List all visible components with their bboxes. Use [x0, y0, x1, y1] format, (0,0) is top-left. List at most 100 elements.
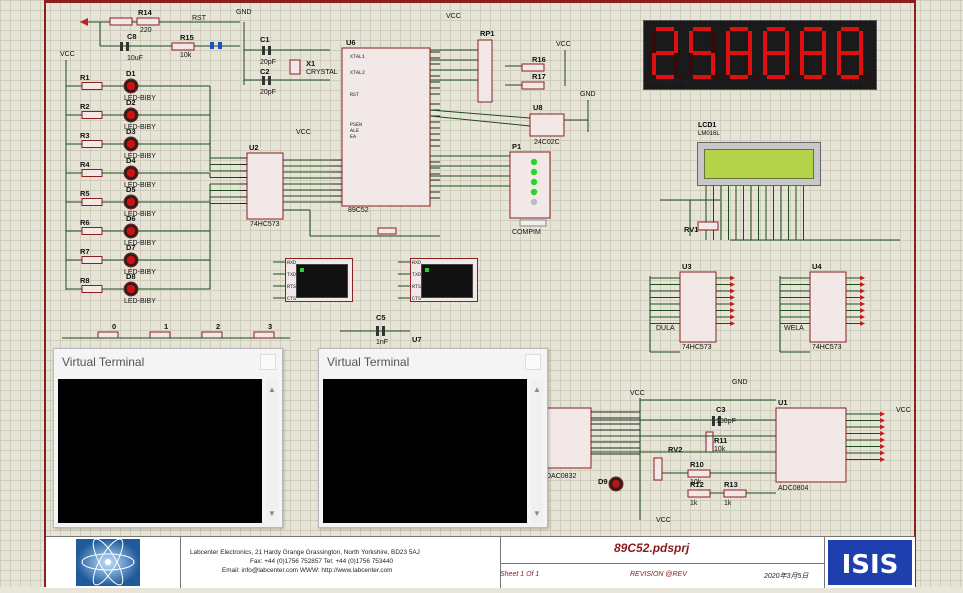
led-type: LED-BIBY	[124, 95, 156, 102]
svg-text:XTAL2: XTAL2	[350, 70, 365, 76]
scroll-down-icon[interactable]: ▼	[268, 509, 276, 518]
c8-label: C8	[127, 32, 137, 41]
scroll-down-icon[interactable]: ▼	[533, 509, 541, 518]
u8-ref: U8	[533, 103, 543, 112]
segment-e	[763, 53, 767, 75]
address-line-3: Email: info@labcenter.com WWW: http://ww…	[222, 567, 393, 574]
segment-e	[800, 53, 804, 75]
c1-value: 20pF	[260, 59, 276, 66]
r14-label: R14	[138, 8, 153, 17]
c5-u7[interactable]: C5 1nF U7	[340, 313, 422, 346]
segment-c	[785, 53, 789, 75]
scroll-up-icon[interactable]: ▲	[533, 385, 541, 394]
revision-info: REVISION @REV	[630, 571, 687, 578]
lcd-module[interactable]	[697, 142, 821, 186]
resistor-r7	[81, 256, 103, 264]
svg-text:ISIS: ISIS	[842, 550, 899, 580]
virtual-terminal-title-1[interactable]: Virtual Terminal	[62, 355, 145, 369]
segment-b	[711, 31, 715, 53]
c3-value: 150pF	[716, 418, 736, 425]
segment-c	[748, 53, 752, 75]
u3-latch[interactable]: U3 74HC573 DULA	[649, 262, 735, 353]
u5-type: DAC0832	[546, 473, 576, 480]
lcd-wiring[interactable]: RV1	[660, 184, 900, 241]
x1-label: X1	[306, 59, 315, 68]
resistor-label: R7	[80, 247, 90, 256]
segment-d	[730, 75, 748, 79]
virtual-terminal-window-1[interactable]: Virtual Terminal ▲ ▼	[53, 348, 283, 528]
r10-value: 10k	[690, 479, 702, 486]
u7-label: U7	[412, 335, 422, 344]
segment-d	[693, 75, 711, 79]
u1-adc[interactable]: U1 ADC0804 VCC	[775, 398, 911, 492]
labcenter-logo	[46, 537, 181, 588]
virtual-terminal-title-2[interactable]: Virtual Terminal	[327, 355, 410, 369]
p1-type: COMPIM	[512, 229, 541, 236]
segment-d	[804, 75, 822, 79]
r13-label: R13	[724, 480, 738, 489]
gnd-label-u8: GND	[580, 91, 596, 98]
u2-ref: U2	[249, 143, 259, 152]
r13-value: 1k	[724, 500, 732, 507]
rp1-resistor-pack[interactable]: RP1	[430, 29, 495, 103]
u3-dula: DULA	[656, 325, 675, 332]
reset-circuit[interactable]: R14 220 RST C8 10uF R15 10k GND	[80, 8, 252, 62]
virtual-terminal-screen-1[interactable]	[58, 379, 262, 523]
c2-label: C2	[260, 67, 270, 76]
u5-dac[interactable]: DAC0832 D9	[544, 407, 640, 492]
u2-latch[interactable]: U2 74HC573	[239, 143, 284, 228]
r16-label: R16	[532, 55, 546, 64]
virtual-terminal-screen-2[interactable]	[323, 379, 527, 523]
segment-e	[689, 53, 693, 75]
close-icon[interactable]	[260, 354, 276, 370]
segment-c	[859, 53, 863, 75]
address-line-2: Fax: +44 (0)1756 752857 Tel: +44 (0)1756…	[250, 558, 394, 565]
rp1-label: RP1	[480, 29, 495, 38]
lcd-screen	[704, 149, 814, 179]
r12-label: R12	[690, 480, 704, 489]
segment-a	[841, 27, 859, 31]
led-type: LED-BIBY	[124, 211, 156, 218]
rv1-label: RV1	[684, 225, 698, 234]
resistor-r6	[81, 227, 103, 235]
segment-c	[711, 53, 715, 75]
u4-type: 74HC573	[812, 344, 842, 351]
resistor-label: R6	[80, 218, 90, 227]
scroll-up-icon[interactable]: ▲	[268, 385, 276, 394]
u4-latch[interactable]: U4 74HC573 WELA	[779, 262, 865, 353]
u3-type: 74HC573	[682, 344, 712, 351]
segment-b	[748, 31, 752, 53]
p1-compim[interactable]: P1 COMPIM	[509, 142, 551, 236]
led-label: D4	[126, 156, 136, 165]
rv2-r10-r13[interactable]: VCC RV2 VCC R10 10k R11 10k R12 1k R13 1…	[591, 379, 776, 524]
vertical-scrollbar-2[interactable]: ▲ ▼	[531, 379, 543, 523]
led-label: D2	[126, 98, 136, 107]
vcc-label-left: VCC	[60, 51, 75, 58]
r11-label: R11	[714, 436, 727, 445]
x1-type: CRYSTAL	[306, 69, 338, 76]
resistor-r2	[81, 111, 103, 119]
close-icon[interactable]	[525, 354, 541, 370]
u2-type: 74HC573	[250, 221, 280, 228]
led-type: LED-BIBY	[124, 153, 156, 160]
schematic-terminal-2[interactable]	[410, 258, 478, 302]
led-type: LED-BIBY	[124, 182, 156, 189]
segment-d	[656, 75, 674, 79]
vertical-scrollbar-1[interactable]: ▲ ▼	[266, 379, 278, 523]
schematic-terminal-1[interactable]	[285, 258, 353, 302]
led-label: D7	[126, 243, 136, 252]
vcc-label-rv2: VCC	[630, 390, 645, 397]
virtual-terminal-window-2[interactable]: Virtual Terminal ▲ ▼	[318, 348, 548, 528]
resistor-label: R2	[80, 102, 90, 111]
segment-e	[652, 53, 656, 75]
u6-microcontroller[interactable]: U6 89C52 XTAL1 XTAL2 RST PSEN ALE EA	[283, 38, 440, 214]
gnd-label-adc: GND	[732, 379, 748, 386]
key-label: 3	[268, 322, 272, 331]
c5-label: C5	[376, 313, 386, 322]
segment-a	[693, 27, 711, 31]
eeprom-circuit[interactable]: R16 R17 VCC U8 24C02C GND	[505, 41, 596, 146]
crystal-circuit[interactable]: C1 20pF C2 20pF X1 CRYSTAL	[243, 22, 338, 96]
key-button-1	[149, 331, 171, 339]
